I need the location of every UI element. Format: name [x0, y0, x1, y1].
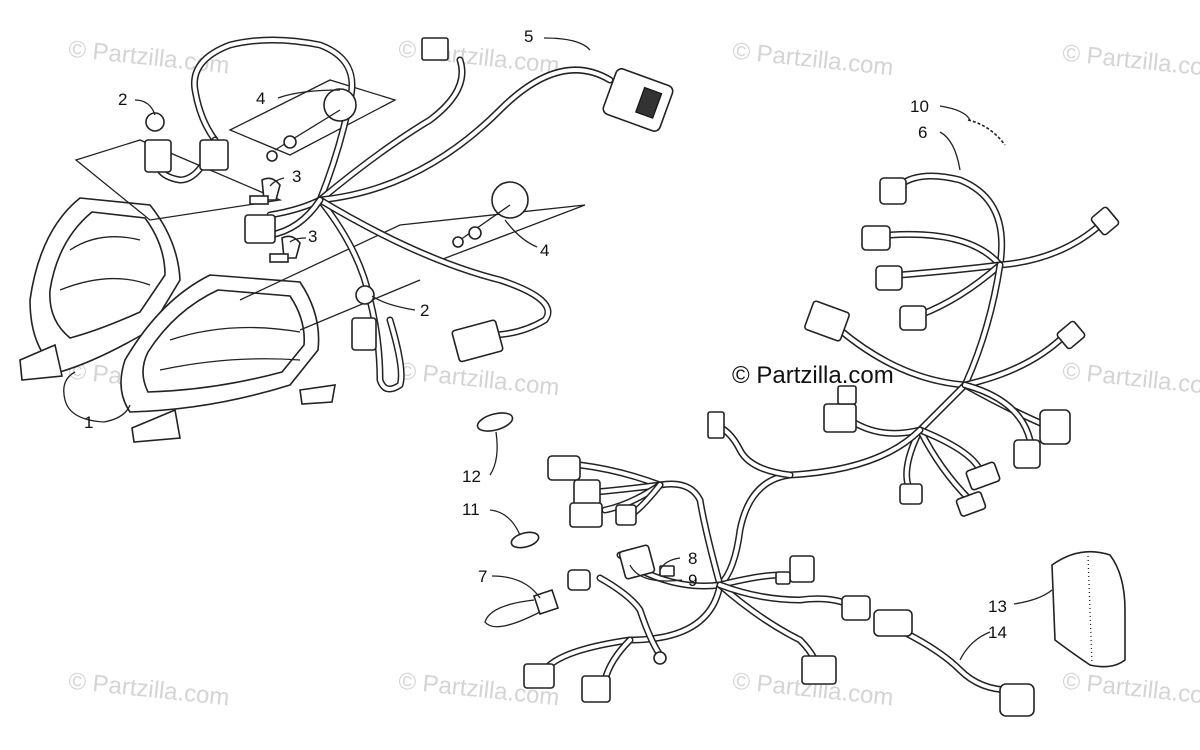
guide-lines	[74, 79, 586, 331]
callout-4: 4	[540, 241, 549, 260]
callout-13: 13	[988, 597, 1007, 616]
headlight-left	[19, 197, 181, 381]
headlight-right	[120, 274, 336, 443]
callout-14: 14	[988, 623, 1007, 642]
headlight-adjusters	[266, 88, 529, 248]
copyright-text: © Partzilla.com	[732, 362, 894, 389]
leader-lines	[63, 37, 1053, 661]
right-harness-connectors	[804, 119, 1120, 517]
callout-6: 6	[918, 123, 927, 142]
callout-1: 1	[84, 413, 93, 432]
callout-4: 4	[256, 89, 265, 108]
callout-3: 3	[292, 167, 301, 186]
callout-5: 5	[524, 27, 533, 46]
clamps	[476, 412, 540, 549]
callout-9: 9	[688, 571, 697, 590]
callout-12: 12	[462, 467, 481, 486]
callout-numbers: 2 4 3 3 2 4 5 1 10 6 12 11 7 8 9 13 14	[84, 27, 1007, 642]
harness-connectors	[144, 37, 674, 363]
bulb-sockets	[145, 112, 375, 305]
callout-11: 11	[462, 500, 480, 519]
callout-7: 7	[478, 567, 487, 586]
sleeve	[1051, 550, 1126, 668]
callout-2: 2	[118, 90, 127, 109]
callout-10: 10	[910, 97, 929, 116]
callout-2: 2	[420, 301, 429, 320]
callout-8: 8	[688, 549, 697, 568]
main-harness-connectors	[523, 411, 1035, 717]
fuse-cap	[484, 588, 560, 628]
callout-3: 3	[308, 227, 317, 246]
